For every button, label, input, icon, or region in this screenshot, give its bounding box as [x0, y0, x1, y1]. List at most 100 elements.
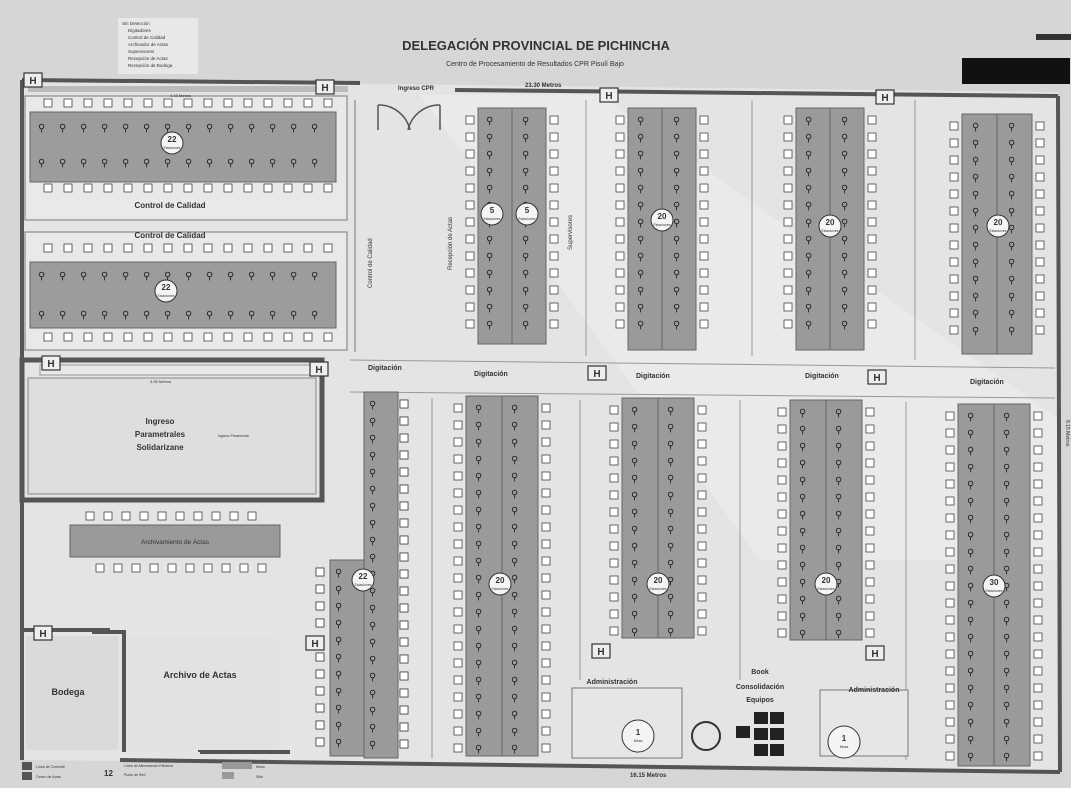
operator-icon: ⚲: [631, 406, 638, 417]
chair: [303, 183, 313, 193]
operator-icon: ⚲: [522, 320, 529, 331]
chair: [541, 692, 551, 702]
operator-icon: ⚲: [522, 269, 529, 280]
chair: [541, 573, 551, 583]
operator-icon: ⚲: [631, 491, 638, 502]
operator-icon: ⚲: [967, 514, 974, 525]
operator-icon: ⚲: [248, 310, 255, 321]
operator-icon: ⚲: [369, 638, 376, 649]
chair: [865, 560, 875, 570]
operator-icon: ⚲: [369, 468, 376, 479]
chair: [1033, 649, 1043, 659]
chair: [549, 149, 559, 159]
chair: [243, 332, 253, 342]
chair: [123, 183, 133, 193]
h-marker-letter: H: [315, 365, 322, 376]
dim-top-left: 4.15 Metros: [170, 93, 191, 98]
supervisores-vertical-label: Supervisores: [568, 215, 574, 250]
operator-icon: ⚲: [101, 271, 108, 282]
top-2-count: 20: [826, 218, 835, 227]
top-3-label: Estaciones: [989, 229, 1006, 233]
operator-icon: ⚲: [799, 595, 806, 606]
chair: [399, 399, 409, 409]
operator-icon: ⚲: [1003, 531, 1010, 542]
operator-icon: ⚲: [369, 519, 376, 530]
chair: [615, 234, 625, 244]
operator-icon: ⚲: [369, 553, 376, 564]
operator-icon: ⚲: [369, 417, 376, 428]
dim-right: 8.15 Metros: [1064, 420, 1070, 447]
operator-icon: ⚲: [673, 252, 680, 263]
chair: [865, 441, 875, 451]
operator-icon: ⚲: [475, 659, 482, 670]
chair: [399, 569, 409, 579]
operator-icon: ⚲: [1003, 684, 1010, 695]
legend-item: Recepción de Actas: [128, 56, 169, 61]
cc-top-count: 22: [168, 135, 177, 144]
entry-door: [377, 104, 441, 131]
chair: [949, 240, 959, 250]
operator-icon: ⚲: [369, 451, 376, 462]
chair: [1035, 172, 1045, 182]
operator-icon: ⚲: [1008, 292, 1015, 303]
operator-icon: ⚲: [185, 123, 192, 134]
chair: [63, 183, 73, 193]
h-marker-letter: H: [39, 629, 46, 640]
operator-icon: ⚲: [799, 629, 806, 640]
top-1-circle: [650, 208, 674, 232]
digitacion-label-1: Digitación: [368, 365, 402, 372]
chair: [157, 511, 167, 521]
operator-icon: ⚲: [967, 633, 974, 644]
chair: [399, 484, 409, 494]
operator-icon: ⚲: [805, 320, 812, 331]
operator-icon: ⚲: [967, 497, 974, 508]
chair: [783, 234, 793, 244]
operator-icon: ⚲: [164, 123, 171, 134]
chair: [283, 98, 293, 108]
chair: [453, 403, 463, 413]
network-hub-icon: [691, 721, 721, 751]
operator-icon: ⚲: [206, 310, 213, 321]
chair: [549, 285, 559, 295]
operator-icon: ⚲: [805, 252, 812, 263]
chair: [323, 243, 333, 253]
operator-icon: ⚲: [486, 320, 493, 331]
chair: [263, 183, 273, 193]
operator-icon: ⚲: [59, 158, 66, 169]
chair: [183, 243, 193, 253]
operator-icon: ⚲: [164, 158, 171, 169]
chair: [103, 243, 113, 253]
bot-4-count: 30: [990, 578, 999, 587]
operator-icon: ⚲: [637, 218, 644, 229]
chair: [783, 200, 793, 210]
chair: [399, 705, 409, 715]
chair: [453, 743, 463, 753]
operator-icon: ⚲: [248, 123, 255, 134]
operator-icon: ⚲: [805, 184, 812, 195]
ingreso-strip: [39, 364, 321, 376]
operator-icon: ⚲: [369, 689, 376, 700]
operator-icon: ⚲: [511, 557, 518, 568]
operator-icon: ⚲: [522, 116, 529, 127]
chair: [103, 183, 113, 193]
operator-icon: ⚲: [972, 156, 979, 167]
operator-icon: ⚲: [369, 485, 376, 496]
chair: [541, 556, 551, 566]
operator-icon: ⚲: [475, 506, 482, 517]
operator-icon: ⚲: [522, 286, 529, 297]
dim-mid-left: 3.95 Metros: [150, 379, 171, 384]
bot-1-circle: [488, 572, 512, 596]
operator-icon: ⚲: [631, 423, 638, 434]
operator-icon: ⚲: [637, 133, 644, 144]
operator-icon: ⚲: [799, 425, 806, 436]
chair: [609, 439, 619, 449]
operator-icon: ⚲: [1008, 241, 1015, 252]
operator-icon: ⚲: [631, 593, 638, 604]
operator-icon: ⚲: [1003, 616, 1010, 627]
operator-icon: ⚲: [290, 271, 297, 282]
chair: [949, 274, 959, 284]
operator-icon: ⚲: [667, 610, 674, 621]
chair: [777, 458, 787, 468]
chair: [945, 513, 955, 523]
chair: [549, 115, 559, 125]
